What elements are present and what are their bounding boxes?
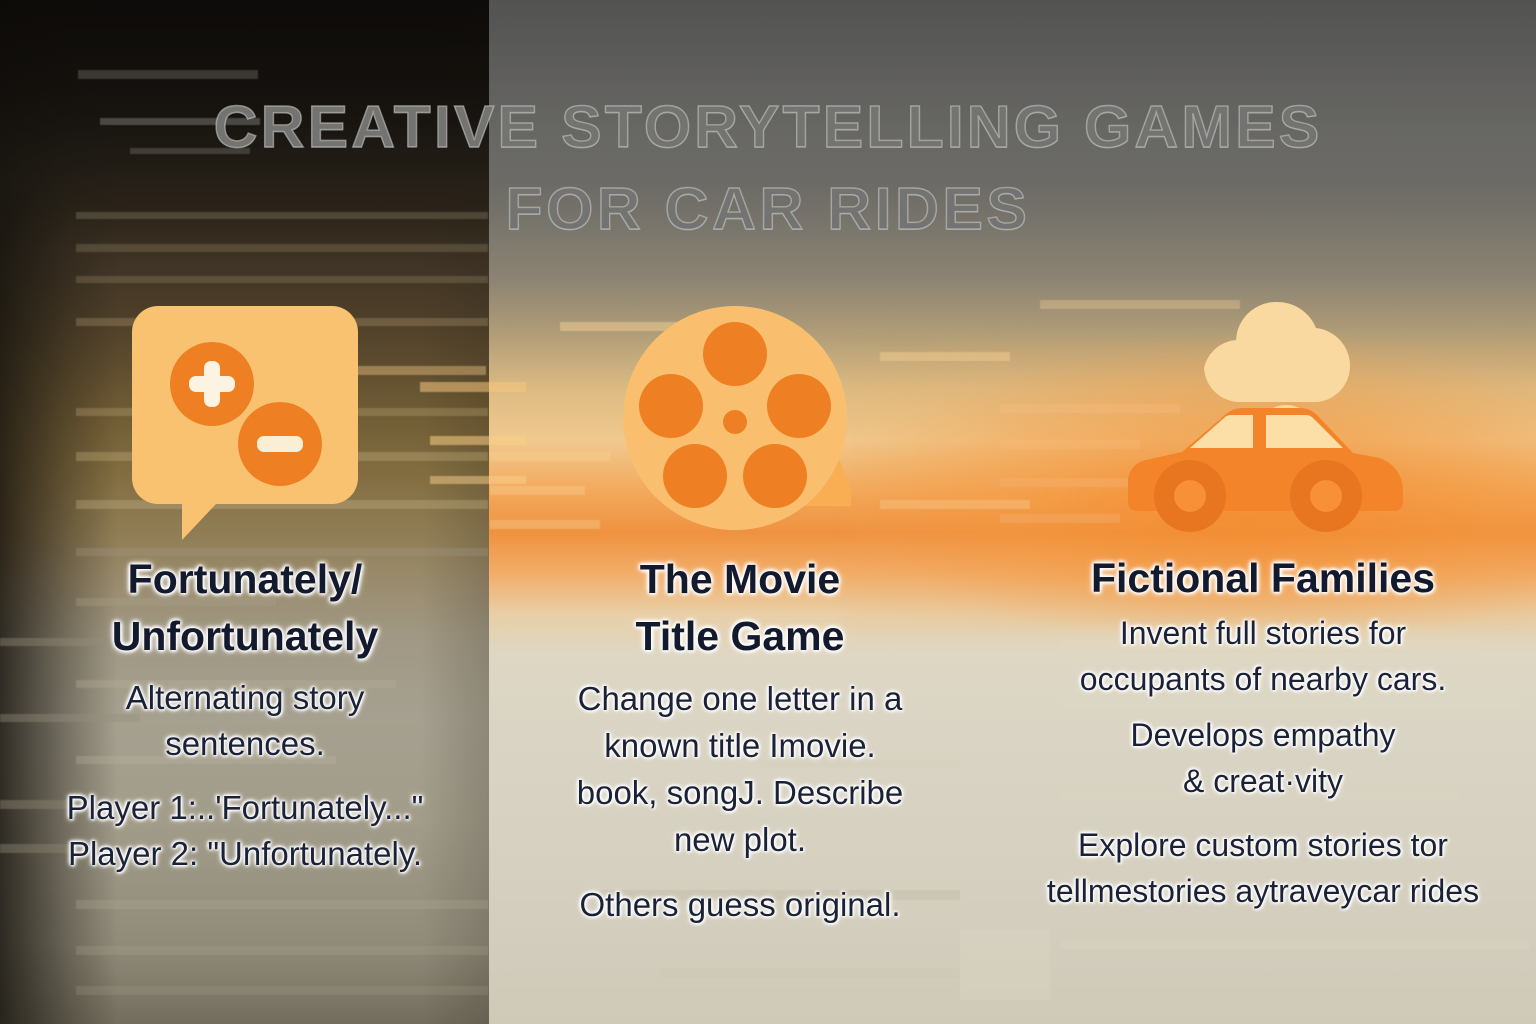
card-body-line-5: Explore custom stories tor bbox=[1078, 827, 1448, 863]
card-body-example: Player 1:..'Fortunately..." Player 2: "U… bbox=[67, 785, 424, 877]
page-title: CREATIVE STORYTELLING GAMES FOR CAR RIDE… bbox=[0, 86, 1536, 250]
card-title-line-2: Title Game bbox=[635, 613, 845, 659]
card-title-line-1: Fictional Families bbox=[1090, 555, 1436, 601]
card-body-primary: Invent full stories for occupants of nea… bbox=[1080, 610, 1446, 702]
card-title-line-1: The Movie bbox=[639, 556, 841, 602]
card-row: Fortunately/ Unfortunately Alternating s… bbox=[0, 286, 1536, 928]
card-body-line-3: Develops empathy bbox=[1130, 717, 1396, 753]
card-body-line-2: sentences. bbox=[165, 725, 325, 762]
card-body-line-5: Others guess original. bbox=[579, 886, 901, 923]
top-left-shadow bbox=[0, 0, 489, 250]
card-body-secondary: Others guess original. bbox=[580, 881, 901, 928]
page-title-line-2: FOR CAR RIDES bbox=[505, 175, 1031, 242]
card-body-line-4: new plot. bbox=[673, 821, 807, 858]
film-reel-icon bbox=[615, 286, 865, 551]
speech-bubble-plus-minus-icon bbox=[120, 286, 370, 551]
card-fortunately-unfortunately: Fortunately/ Unfortunately Alternating s… bbox=[0, 286, 490, 928]
card-body-line-3: Player 1:..'Fortunately..." bbox=[66, 789, 424, 826]
page-title-line-1: CREATIVE STORYTELLING GAMES bbox=[213, 93, 1323, 160]
card-body-line-2: known title Imovie. bbox=[604, 727, 876, 764]
card-body-primary: Change one letter in a known title Imovi… bbox=[577, 675, 904, 863]
card-body-line-1: Invent full stories for bbox=[1119, 615, 1407, 651]
card-body-line-6: tellmestories aytraveycar rides bbox=[1046, 873, 1480, 909]
card-body-line-1: Alternating story bbox=[125, 679, 365, 716]
card-body-line-4: Player 2: "Unfortunately. bbox=[67, 835, 423, 872]
card-movie-title-game: The Movie Title Game Change one letter i… bbox=[490, 286, 990, 928]
card-title-line-2: Unfortunately bbox=[111, 613, 379, 659]
card-title: The Movie Title Game bbox=[636, 551, 845, 665]
car-with-thought-bubble-icon bbox=[1118, 286, 1408, 551]
card-fictional-families: Fictional Families Invent full stories f… bbox=[990, 286, 1536, 928]
card-title-line-1: Fortunately/ bbox=[127, 556, 363, 602]
car-icon bbox=[1127, 407, 1403, 532]
card-body-line-1: Change one letter in a bbox=[577, 680, 903, 717]
card-title: Fictional Families bbox=[1091, 551, 1435, 606]
card-body-secondary: Develops empathy & creat·vity bbox=[1130, 712, 1395, 804]
card-body-primary: Alternating story sentences. bbox=[126, 675, 364, 767]
card-body-line-2: occupants of nearby cars. bbox=[1079, 661, 1447, 697]
card-body-footer: Explore custom stories tor tellmestories… bbox=[1047, 822, 1479, 914]
card-title: Fortunately/ Unfortunately bbox=[112, 551, 379, 665]
card-body-line-4: & creat·vity bbox=[1182, 763, 1344, 799]
card-body-line-3: book, songJ. Describe bbox=[576, 774, 904, 811]
